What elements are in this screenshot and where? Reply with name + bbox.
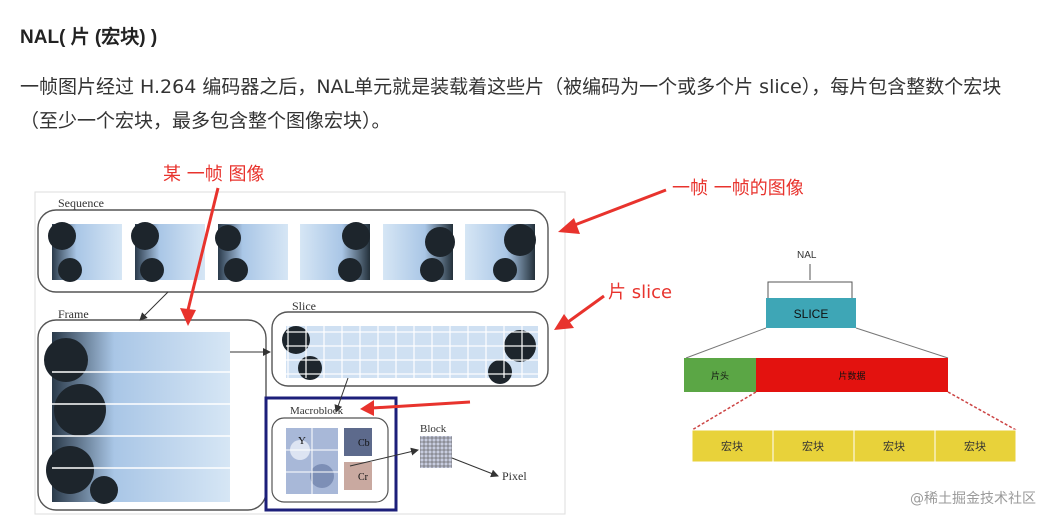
connector-macroblock-block (349, 447, 419, 467)
macroblock-cell-text: 宏块 (721, 439, 743, 453)
annotation-slice: 片 slice (608, 282, 672, 303)
seq-frame (215, 224, 288, 282)
h264-structure-figure: Sequence Frame Slice Macroblock (34, 164, 1017, 515)
macroblock-cell (934, 429, 1017, 463)
macroblock-y-letter: Y (298, 435, 306, 447)
nal-expand-right (855, 327, 949, 359)
red-arrow-macroblock (360, 400, 471, 416)
connector-slice-macroblock (334, 377, 349, 413)
nal-expand-left (685, 327, 767, 359)
section-heading: NAL( 片 (宏块) ) (20, 27, 158, 48)
frame-label: Frame (58, 307, 89, 321)
data-expand-left (691, 391, 757, 431)
red-arrow-sequence (558, 188, 667, 234)
pixel-label: Pixel (502, 469, 527, 483)
nal-top-label: NAL (797, 250, 817, 261)
description-paragraph: 一帧图片经过 H.264 编码器之后，NAL单元就是装载着这些片（被编码为一个或… (20, 76, 1002, 132)
nal-slice-text: SLICE (794, 307, 829, 321)
slice-label: Slice (292, 299, 316, 313)
frame-image (44, 332, 230, 504)
red-arrow-frame (180, 187, 220, 326)
red-arrow-slice (554, 294, 605, 330)
macroblock-cell (853, 429, 936, 463)
seq-frame (465, 224, 536, 282)
macroblock-cr-letter: Cr (358, 472, 369, 483)
macroblock-cell-text: 宏块 (883, 439, 905, 453)
seq-frame (300, 222, 370, 282)
block-label: Block (420, 423, 447, 435)
macroblock-box (271, 417, 389, 503)
connector-seq-frame (139, 291, 169, 321)
annotation-a-frame: 某 一帧 图像 (163, 164, 264, 185)
watermark: @稀土掘金技术社区 (910, 491, 1036, 507)
seq-frame (48, 222, 122, 282)
block-grid (420, 436, 452, 468)
sequence-frames (48, 222, 536, 282)
data-expand-right (947, 391, 1017, 431)
slice-header-text: 片头 (711, 370, 729, 382)
connector-block-pixel (451, 457, 499, 478)
slice-grid (282, 326, 538, 384)
macroblock-tiles (286, 428, 372, 494)
macroblock-row (691, 429, 1017, 463)
seq-frame (383, 224, 455, 282)
slice-data-block (756, 358, 948, 392)
seq-frame (131, 222, 205, 282)
slice-data-text: 片数据 (838, 370, 865, 382)
macroblock-cell (772, 429, 855, 463)
nal-bracket (767, 281, 853, 298)
annotation-frames: 一帧 一帧的图像 (672, 178, 804, 199)
macroblock-cell (691, 429, 774, 463)
macroblock-cell-text: 宏块 (964, 439, 986, 453)
sequence-box (37, 209, 549, 293)
macroblock-label: Macroblock (290, 405, 344, 417)
sequence-label: Sequence (58, 196, 104, 210)
macroblock-cell-text: 宏块 (802, 439, 824, 453)
slice-box (271, 311, 549, 387)
slice-header-block (684, 358, 756, 392)
macroblock-cb-letter: Cb (358, 438, 370, 449)
macroblock-outer (264, 396, 398, 512)
nal-slice-block (766, 298, 856, 328)
